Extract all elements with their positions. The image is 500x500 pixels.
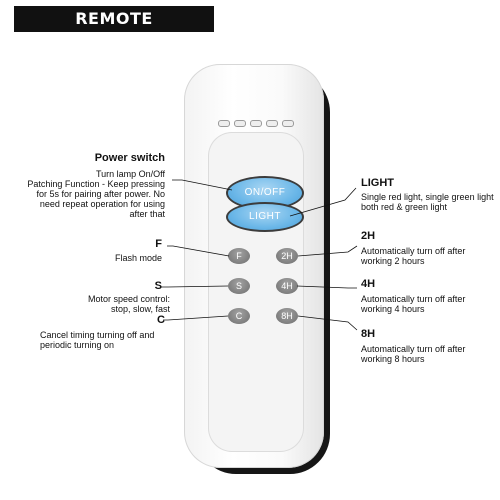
8h-line: Automatically turn off after — [361, 344, 466, 354]
8h-description: Automatically turn off after working 8 h… — [361, 344, 499, 364]
power-line: after that — [129, 209, 165, 219]
light-button[interactable]: LIGHT — [226, 202, 304, 232]
2h-heading: 2H — [361, 230, 376, 242]
callout-line-2h — [297, 245, 358, 257]
c-line: periodic turning on — [40, 340, 115, 350]
power-line: Patching Function - Keep pressing — [27, 179, 165, 189]
indicator-led — [266, 120, 278, 127]
s-button[interactable]: S — [228, 278, 250, 294]
power-line: for 5s for pairing after power. No — [36, 189, 165, 199]
s-heading: S — [154, 280, 162, 292]
4h-button[interactable]: 4H — [276, 278, 298, 294]
f-button[interactable]: F — [228, 248, 250, 264]
c-button[interactable]: C — [228, 308, 250, 324]
callout-line-4h — [296, 285, 357, 289]
f-description: Flash mode — [62, 253, 162, 263]
page-title: REMOTE CONTROLLER — [14, 6, 214, 54]
c-line: Cancel timing turning off and — [40, 330, 155, 340]
2h-line: Automatically turn off after — [361, 246, 466, 256]
light-line: both red & green light — [361, 202, 448, 212]
callout-line-power — [172, 179, 233, 191]
c-heading: C — [157, 314, 165, 326]
c-description: Cancel timing turning off and periodic t… — [40, 330, 200, 350]
2h-line: working 2 hours — [361, 256, 425, 266]
light-description: Single red light, single green light bot… — [361, 192, 499, 212]
power-line: need repeat operation for using — [39, 199, 165, 209]
power-switch-heading: Power switch — [94, 152, 165, 164]
indicator-led — [282, 120, 294, 127]
callout-line-f — [167, 245, 230, 257]
callout-line-8h — [297, 315, 358, 331]
power-line: Turn lamp On/Off — [95, 169, 165, 179]
s-description: Motor speed control: stop, slow, fast — [30, 294, 170, 314]
4h-line: working 4 hours — [361, 304, 425, 314]
f-heading: F — [155, 238, 162, 250]
callout-line-c — [163, 315, 229, 321]
2h-description: Automatically turn off after working 2 h… — [361, 246, 499, 266]
remote-controller: ON/OFF LIGHT F S C 2H 4H 8H — [184, 64, 330, 474]
8h-line: working 8 hours — [361, 354, 425, 364]
8h-heading: 8H — [361, 328, 376, 340]
8h-button[interactable]: 8H — [276, 308, 298, 324]
2h-button[interactable]: 2H — [276, 248, 298, 264]
s-line: stop, slow, fast — [110, 304, 170, 314]
indicator-led — [218, 120, 230, 127]
callout-line-light — [289, 187, 357, 217]
callout-line-s — [161, 285, 229, 288]
s-line: Motor speed control: — [87, 294, 170, 304]
f-line: Flash mode — [114, 253, 162, 263]
4h-line: Automatically turn off after — [361, 294, 466, 304]
light-heading: LIGHT — [361, 177, 394, 189]
power-switch-description: Turn lamp On/Off Patching Function - Kee… — [0, 169, 165, 219]
4h-description: Automatically turn off after working 4 h… — [361, 294, 499, 314]
light-line: Single red light, single green light — [361, 192, 494, 202]
indicator-led — [234, 120, 246, 127]
indicator-led — [250, 120, 262, 127]
4h-heading: 4H — [361, 278, 376, 290]
